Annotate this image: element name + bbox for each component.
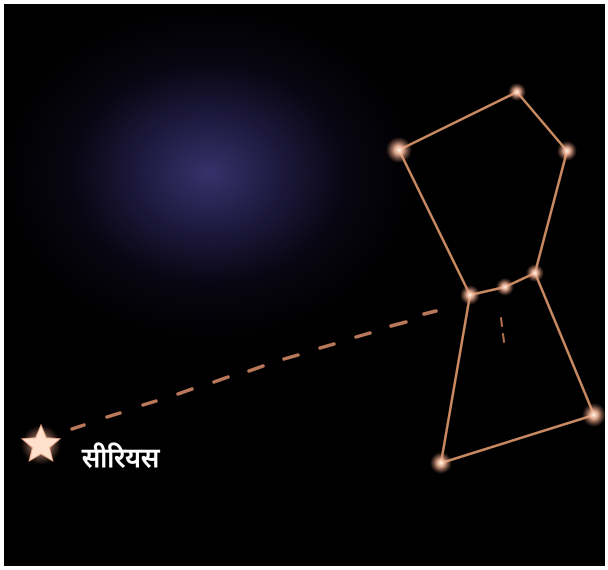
orion-constellation-diagram	[4, 4, 605, 566]
line-head-bellatrix	[517, 92, 567, 151]
star-rigel-glowing-dot-icon	[582, 403, 605, 427]
sirius-star-icon	[21, 425, 61, 465]
star-saiph-glowing-dot-icon	[430, 452, 452, 474]
night-sky: सीरियस	[4, 4, 605, 566]
sirius-label: सीरियस	[82, 445, 159, 472]
star-mintaka-glowing-dot-icon	[526, 264, 544, 282]
star-alnilam-glowing-dot-icon	[496, 278, 514, 296]
star-bellatrix-glowing-dot-icon	[557, 141, 577, 161]
star-alnitak-glowing-dot-icon	[460, 285, 480, 305]
line-left-torso	[399, 150, 470, 295]
line-betelgeuse-head	[399, 92, 517, 150]
line-right-torso	[535, 151, 567, 273]
star-head-glowing-dot-icon	[508, 83, 526, 101]
belt-to-sirius-pointer	[72, 311, 436, 429]
star-betelgeuse-glowing-dot-icon	[386, 137, 412, 163]
orion-sword	[501, 318, 504, 342]
orion-stars	[386, 83, 605, 474]
line-left-leg	[441, 295, 470, 463]
line-right-leg	[535, 273, 594, 415]
line-feet	[441, 415, 594, 463]
